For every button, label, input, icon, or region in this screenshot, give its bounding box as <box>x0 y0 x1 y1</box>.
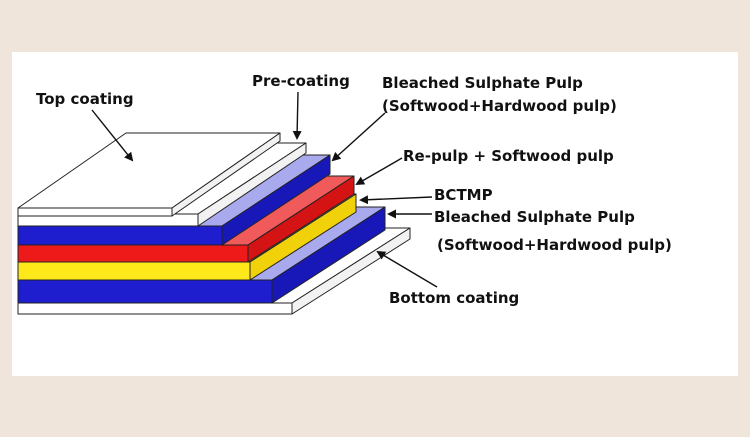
arrow-pre-coating <box>292 91 302 140</box>
label-pre-coating: Pre-coating <box>252 72 350 90</box>
label-bsp-bottom-line2: (Softwood+Hardwood pulp) <box>437 236 672 254</box>
label-bottom-coating: Bottom coating <box>389 289 519 307</box>
arrow-top-coating <box>91 109 134 162</box>
label-bsp-top-line2: (Softwood+Hardwood pulp) <box>382 97 617 115</box>
arrow-bottom-coating <box>376 250 438 288</box>
label-bsp-bottom-line1: Bleached Sulphate Pulp <box>434 208 635 226</box>
label-bsp-top-line1: Bleached Sulphate Pulp <box>382 74 583 92</box>
arrow-repulp <box>355 157 403 186</box>
layer-top-coating <box>17 132 281 217</box>
arrow-bctmp <box>359 195 433 205</box>
arrow-bsp-top <box>331 112 386 162</box>
label-repulp: Re-pulp + Softwood pulp <box>403 147 614 165</box>
label-top-coating: Top coating <box>36 90 134 108</box>
label-bctmp: BCTMP <box>434 186 493 204</box>
